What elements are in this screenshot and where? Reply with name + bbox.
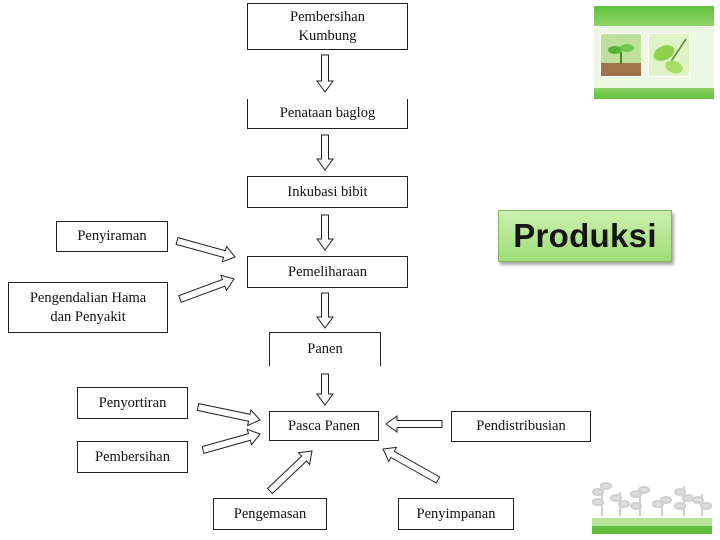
input-penyimpanan: Penyimpanan <box>398 498 514 530</box>
step-label: Inkubasi bibit <box>287 183 368 200</box>
step-label: Panen <box>307 341 343 357</box>
input-penyiraman: Penyiraman <box>56 221 168 252</box>
arrow-kumbung-to-baglog <box>316 54 334 93</box>
input-label: Pengemasan <box>233 505 307 522</box>
step-penataan-baglog: Penataan baglog <box>247 99 408 129</box>
input-label: Pendistribusian <box>476 418 566 434</box>
green-band-top <box>594 6 714 26</box>
input-pengemasan: Pengemasan <box>213 498 327 530</box>
step-pembersihan-kumbung: Pembersihan Kumbung <box>247 3 408 50</box>
arrow-pengemasan-to-pasca <box>266 450 313 495</box>
step-label: Pasca Panen <box>287 417 361 434</box>
arrow-penyiraman-to-pemeliharaan <box>175 236 236 263</box>
produksi-title-badge: Produksi <box>498 210 672 262</box>
arrow-panen-to-pasca <box>316 373 334 406</box>
seedling-photo-icon <box>600 33 642 77</box>
arrow-baglog-to-inkubasi <box>316 134 334 171</box>
step-label: Pembersihan Kumbung <box>290 8 365 44</box>
input-label: Pengendalian Hama dan Penyakit <box>29 289 147 325</box>
input-label: Penyimpanan <box>416 505 496 522</box>
input-label: Penyortiran <box>98 394 167 411</box>
step-pemeliharaan: Pemeliharaan <box>247 256 408 288</box>
step-panen: Panen <box>269 332 381 366</box>
produksi-title: Produksi <box>513 217 657 254</box>
step-label: Penataan baglog <box>279 105 376 121</box>
step-pasca-panen: Pasca Panen <box>269 411 379 441</box>
leaves-photo-icon <box>648 33 690 77</box>
arrow-pengendalian-to-pemeliharaan <box>178 274 235 303</box>
arrow-penyimpanan-to-pasca <box>382 446 441 484</box>
arrow-pemeliharaan-to-panen <box>316 292 334 329</box>
step-inkubasi-bibit: Inkubasi bibit <box>247 176 408 208</box>
input-label: Pembersihan <box>95 448 170 465</box>
green-band-bottom <box>594 88 714 99</box>
plant-silhouette-icon <box>592 482 712 534</box>
input-pengendalian-hama: Pengendalian Hama dan Penyakit <box>8 282 168 333</box>
input-pembersihan: Pembersihan <box>77 441 188 473</box>
step-label: Pemeliharaan <box>288 263 367 280</box>
header-photo-strip <box>594 6 714 99</box>
input-label: Penyiraman <box>77 228 147 244</box>
arrow-pendistribusian-to-pasca <box>385 415 443 433</box>
arrow-inkubasi-to-pemeliharaan <box>316 214 334 251</box>
arrow-pembersihan-to-pasca <box>201 428 261 455</box>
input-penyortiran: Penyortiran <box>77 387 188 419</box>
input-pendistribusian: Pendistribusian <box>451 411 591 442</box>
arrow-penyortiran-to-pasca <box>196 403 261 427</box>
